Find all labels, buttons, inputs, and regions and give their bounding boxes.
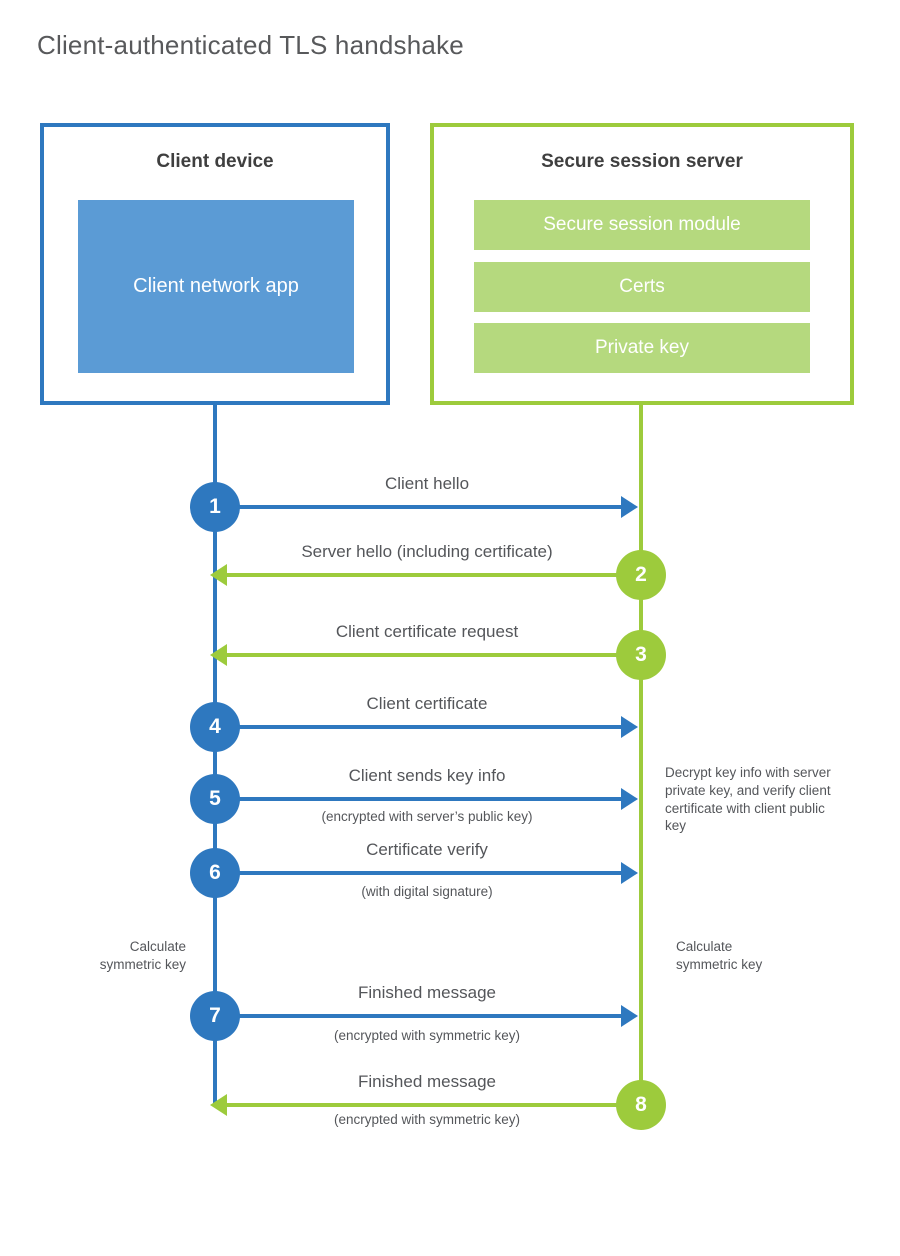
secure-session-server-title: Secure session server (541, 151, 743, 172)
certs-bar: Certs (474, 262, 810, 312)
step-3-badge: 3 (616, 630, 666, 680)
step-2-arrowhead-icon (210, 564, 227, 586)
step-6-arrow-line (215, 871, 622, 875)
step-1-badge: 1 (190, 482, 240, 532)
step-6-sublabel: (with digital signature) (361, 884, 493, 899)
step-7-badge: 7 (190, 991, 240, 1041)
step-7-arrowhead-icon (621, 1005, 638, 1027)
step-1-arrow-line (215, 505, 622, 509)
step-1-arrowhead-icon (621, 496, 638, 518)
step-6-arrowhead-icon (621, 862, 638, 884)
step-6-badge: 6 (190, 848, 240, 898)
private-key-bar: Private key (474, 323, 810, 373)
certs-label: Certs (619, 276, 665, 297)
step-4-arrow-line (215, 725, 622, 729)
step-4-badge: 4 (190, 702, 240, 752)
secure-session-module-label: Secure session module (543, 214, 741, 235)
secure-session-module-bar: Secure session module (474, 200, 810, 250)
step-8-sublabel: (encrypted with symmetric key) (333, 1112, 521, 1127)
calculate-symmetric-key-client: Calculate symmetric key (99, 939, 186, 972)
client-network-app-label: Client network app (133, 275, 299, 297)
step-8-badge: 8 (616, 1080, 666, 1130)
step-5-arrow-line (215, 797, 622, 801)
step-3-label: Client certificate request (335, 622, 519, 641)
calculate-symmetric-key-server: Calculate symmetric key (676, 939, 763, 972)
step-6-label: Certificate verify (366, 840, 488, 859)
step-4-arrowhead-icon (621, 716, 638, 738)
step-5-label: Client sends key info (348, 766, 506, 785)
server-lifeline (639, 403, 643, 1107)
decrypt-note: Decrypt key info with server private key… (665, 765, 831, 834)
step-8-arrowhead-icon (210, 1094, 227, 1116)
page-title: Client-authenticated TLS handshake (37, 30, 464, 60)
step-2-arrow-line (226, 573, 641, 577)
step-5-arrowhead-icon (621, 788, 638, 810)
step-4-label: Client certificate (366, 694, 488, 713)
step-8-label: Finished message (358, 1072, 496, 1091)
step-3-arrow-line (226, 653, 641, 657)
step-7-arrow-line (215, 1014, 622, 1018)
private-key-label: Private key (595, 337, 689, 358)
step-5-sublabel: (encrypted with server’s public key) (321, 809, 533, 824)
step-1-label: Client hello (384, 474, 470, 493)
step-7-sublabel: (encrypted with symmetric key) (333, 1028, 521, 1043)
step-7-label: Finished message (358, 983, 496, 1002)
step-3-arrowhead-icon (210, 644, 227, 666)
client-network-app-box: Client network app (78, 200, 354, 373)
client-lifeline (213, 403, 217, 1107)
step-5-badge: 5 (190, 774, 240, 824)
step-8-arrow-line (226, 1103, 641, 1107)
step-2-label: Server hello (including certificate) (301, 542, 553, 561)
step-2-badge: 2 (616, 550, 666, 600)
client-device-title: Client device (156, 151, 274, 172)
